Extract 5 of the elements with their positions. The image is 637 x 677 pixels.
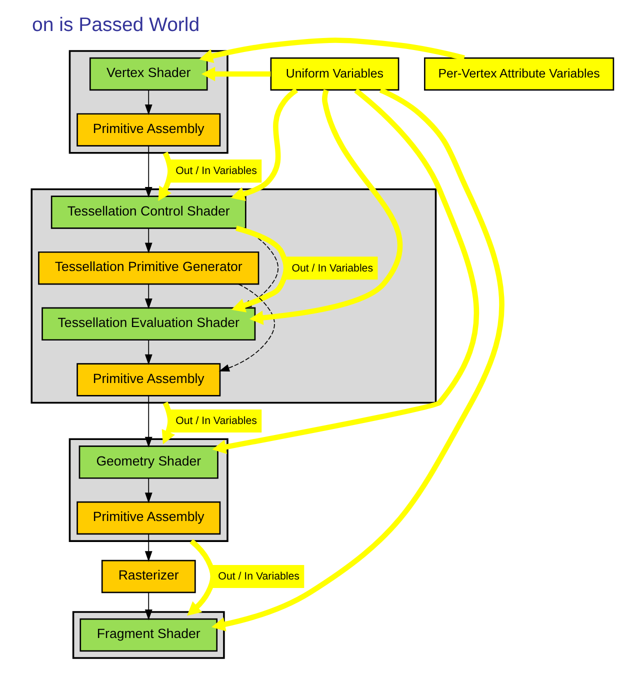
diagram-title: on is Passed World (32, 14, 200, 36)
edge-label: Out / In Variables (218, 570, 299, 583)
edge-label: Out / In Variables (175, 165, 256, 178)
edge-label: Out / In Variables (291, 262, 373, 274)
edge-label: Out / In Variables (175, 415, 256, 428)
